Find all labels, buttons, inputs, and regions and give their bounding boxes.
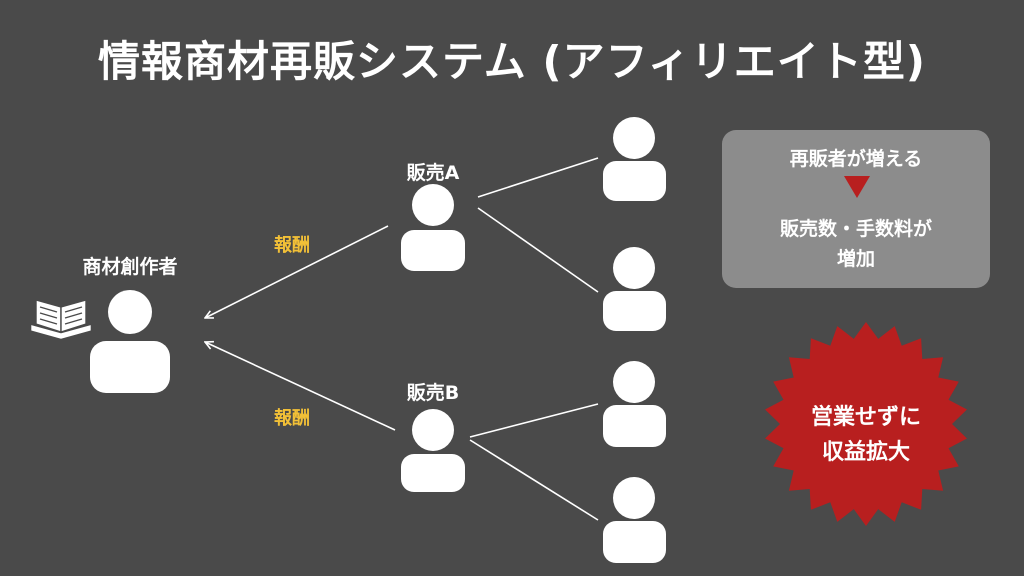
reward-label-a: 報酬 (274, 235, 310, 256)
seller-a-person-icon (401, 184, 465, 271)
badge-line-2: 収益拡大 (821, 440, 910, 465)
customer-person-icon-3 (603, 361, 666, 447)
info-box-line-1: 再販者が増える (789, 148, 923, 170)
page-title: 情報商材再販システム (アフィリエイト型) (98, 37, 926, 86)
connector-a-customer-2 (477, 207, 599, 293)
reward-arrow-a (205, 225, 389, 318)
info-box-line-3: 増加 (836, 248, 875, 270)
creator-person-icon (90, 290, 170, 393)
reward-label-b: 報酬 (274, 408, 310, 429)
seller-a-label: 販売A (406, 162, 460, 184)
customer-person-icon-1 (603, 117, 666, 201)
customer-person-icon-4 (603, 477, 666, 563)
down-triangle-icon (844, 176, 870, 198)
connector-a-customer-1 (477, 157, 599, 198)
customer-person-icon-2 (603, 247, 666, 331)
book-icon (31, 299, 91, 339)
info-box-line-2: 販売数・手数料が (779, 218, 932, 240)
seller-b-person-icon (401, 409, 465, 492)
info-box: 再販者が増える 販売数・手数料が 増加 (722, 130, 990, 288)
creator-label: 商材創作者 (82, 256, 178, 278)
connector-b-customer-4 (469, 439, 599, 521)
connector-b-customer-3 (469, 403, 599, 438)
profit-badge-starburst (765, 322, 967, 526)
reward-arrow-b (205, 342, 396, 431)
badge-line-1: 営業せずに (810, 405, 921, 430)
seller-b-label: 販売B (406, 382, 460, 404)
